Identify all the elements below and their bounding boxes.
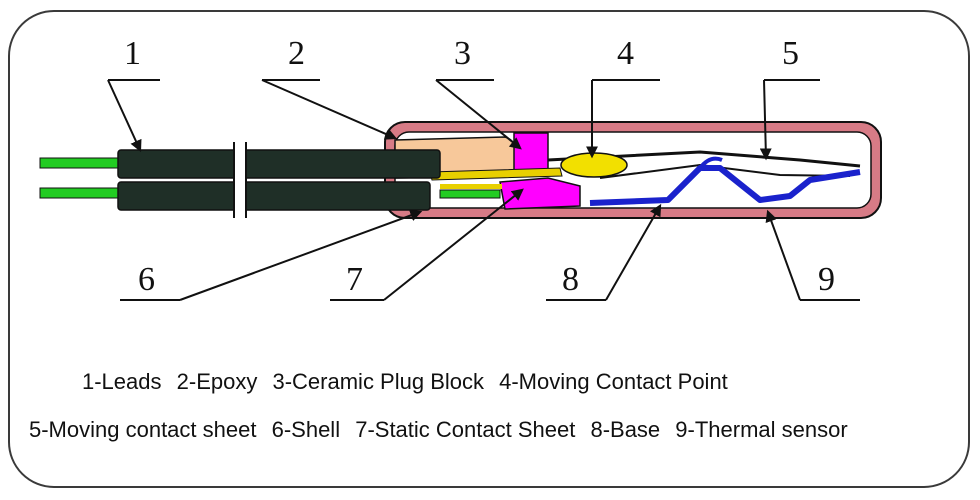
legend-item-moving-contact-point: 4-Moving Contact Point [499,369,728,394]
legend-item-moving-contact-sheet: 5-Moving contact sheet [29,417,257,442]
leads [39,142,441,218]
legend-item-leads: 1-Leads [82,369,162,394]
moving-contact-sheet [547,150,861,168]
leader-9 [768,212,860,301]
lead-wire-top [39,157,126,169]
lead-connector-green [439,189,501,199]
callout-3: 3 [454,35,471,72]
leader-8 [546,206,660,301]
moving-contact-sheet-lower [599,163,851,179]
leader-6 [120,212,420,301]
leader-4 [592,79,660,156]
leader-7 [330,190,522,301]
legend-item-epoxy: 2-Epoxy [176,369,258,394]
legend-item-static-contact-sheet: 7-Static Contact Sheet [355,417,576,442]
callout-2: 2 [288,35,305,72]
legend-item-shell: 6-Shell [271,417,341,442]
lead-connector-yellow [440,184,502,189]
lead-jacket-top [117,149,441,179]
legend-item-ceramic-plug-block: 3-Ceramic Plug Block [272,369,484,394]
thermal-sensor [698,156,723,170]
lead-jacket-bottom [117,181,431,211]
legend-line-2: 5-Moving contact sheet 6-Shell 7-Static … [29,417,857,443]
callout-1: 1 [124,35,141,72]
callout-9: 9 [818,261,835,298]
diagram-frame [8,10,970,488]
lead-break-gap [233,142,247,218]
legend-line-1: 1-Leads 2-Epoxy 3-Ceramic Plug Block 4-M… [82,369,737,395]
legend-item-thermal-sensor: 9-Thermal sensor [675,417,848,442]
ceramic-plug-lower [499,177,581,210]
leader-1 [107,79,160,150]
callout-7: 7 [346,261,363,298]
callout-4: 4 [617,35,634,72]
leader-3 [435,79,520,148]
callout-6: 6 [138,261,155,298]
callout-8: 8 [562,261,579,298]
callout-5: 5 [782,35,799,72]
moving-contact-point [560,152,628,178]
lead-wire-bottom [39,187,126,199]
leader-5 [764,79,820,158]
leader-2 [261,79,395,138]
legend-item-base: 8-Base [590,417,661,442]
base [589,165,861,206]
